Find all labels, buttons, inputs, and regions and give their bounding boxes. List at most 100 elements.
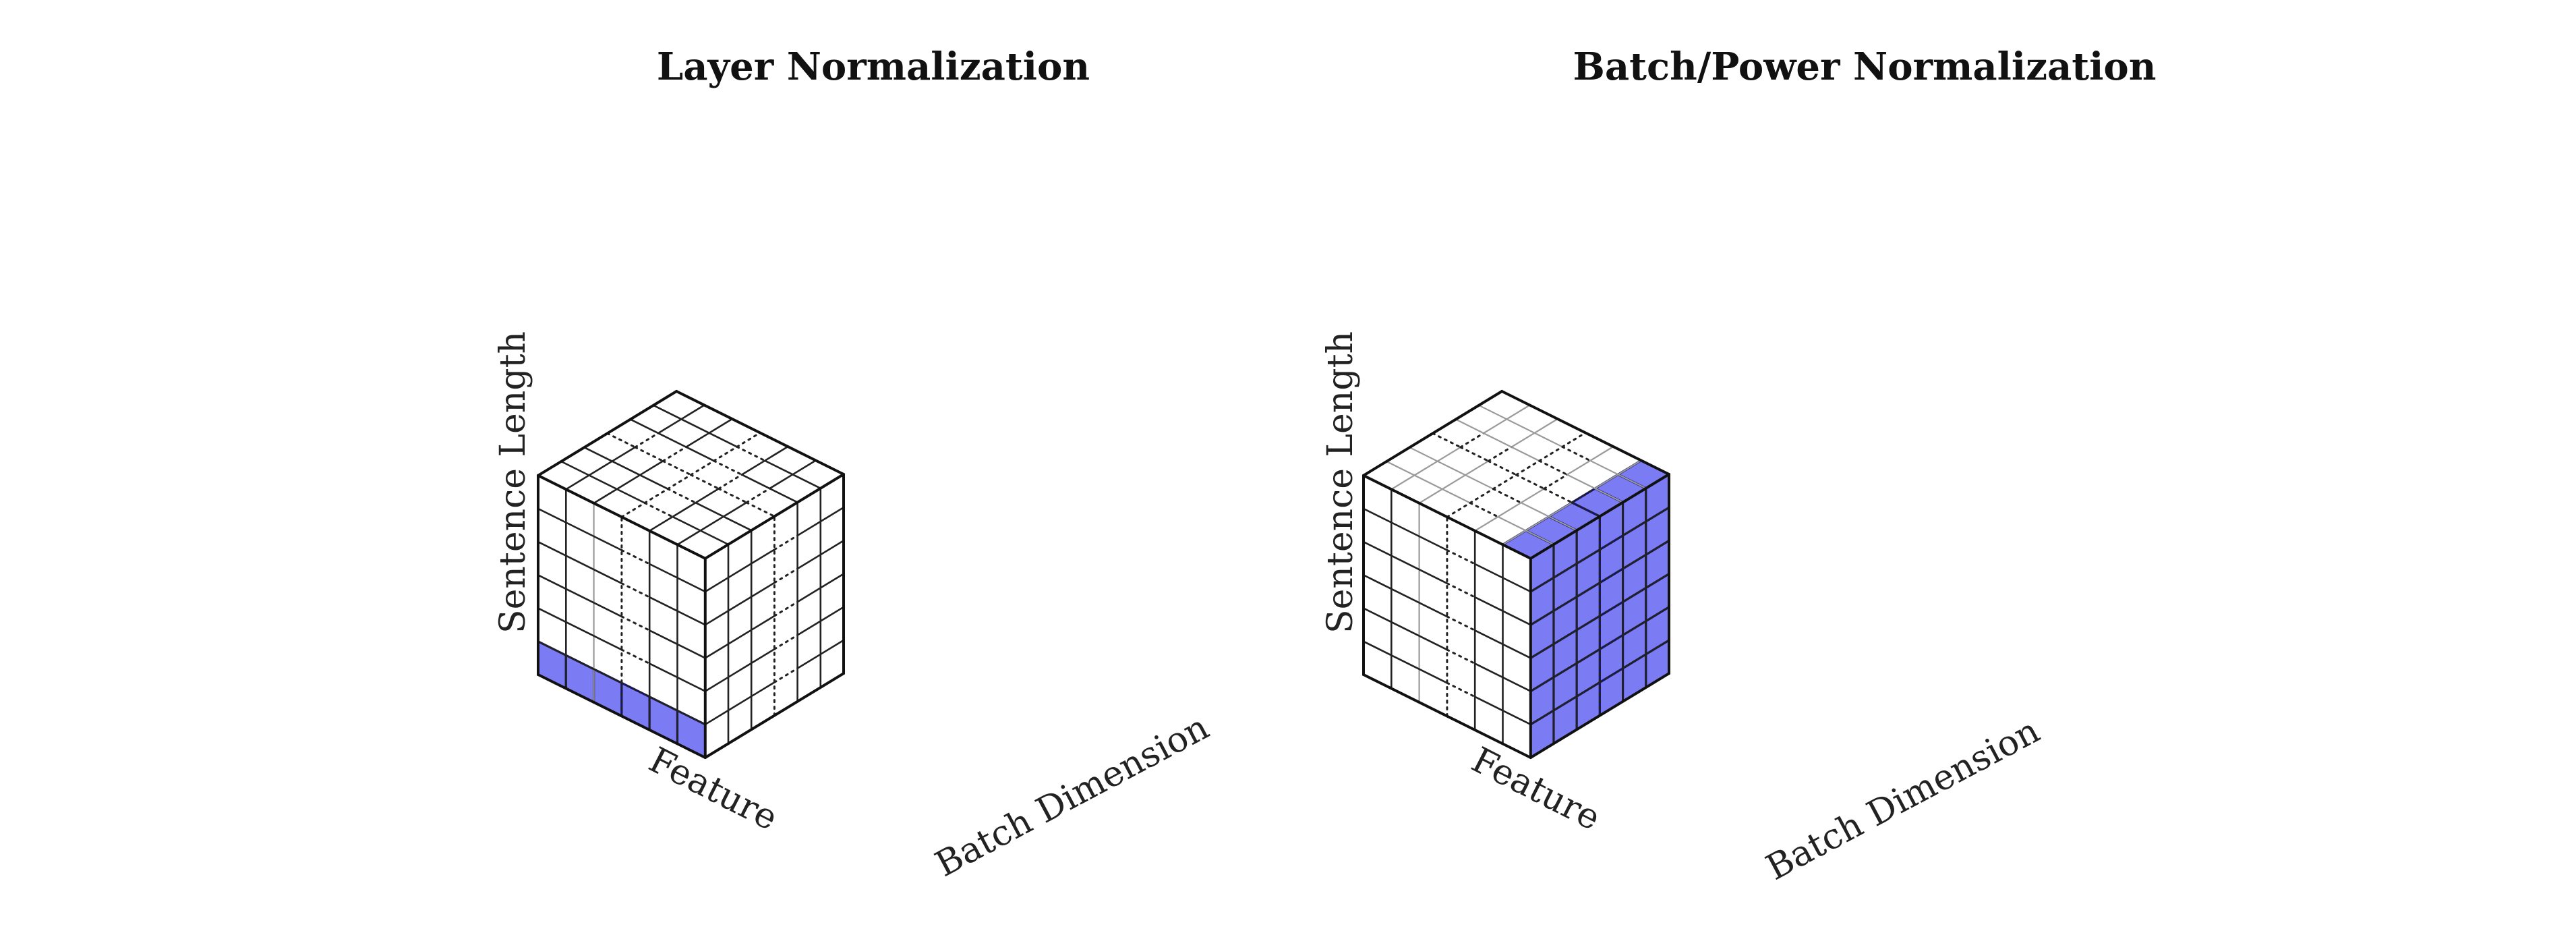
grid-line <box>1483 432 1512 448</box>
grid-line <box>676 710 706 725</box>
grid-line <box>1497 516 1527 532</box>
grid-line <box>1622 587 1647 603</box>
grid-line <box>1442 488 1471 504</box>
grid-line <box>708 418 733 434</box>
grid-line <box>1391 654 1420 670</box>
grid-line <box>649 662 678 679</box>
cube-edge <box>1362 390 1504 477</box>
batch-power-norm-figure: Batch/Power Normalization Sentence Lengt… <box>1320 45 2156 888</box>
grid-line <box>537 607 566 623</box>
grid-line <box>680 418 710 434</box>
grid-line <box>745 501 775 517</box>
grid-line <box>1530 676 1554 692</box>
grid-line <box>718 487 748 504</box>
grid-line <box>1391 555 1420 571</box>
grid-line <box>1492 488 1523 504</box>
grid-line <box>676 577 706 593</box>
grid-line <box>537 574 566 590</box>
grid-line <box>616 488 645 504</box>
grid-line <box>1622 520 1647 536</box>
grid-line <box>1437 460 1466 476</box>
grid-line <box>736 432 761 448</box>
grid-line <box>676 610 706 626</box>
grid-line <box>769 474 794 490</box>
grid-line <box>1594 488 1624 503</box>
grid-line <box>565 654 595 670</box>
grid-line <box>649 629 678 646</box>
grid-line <box>713 445 738 462</box>
layer-norm-batch-dimension-label: Batch Dimension <box>929 707 1216 885</box>
grid-line <box>620 648 651 665</box>
grid-line <box>1594 474 1619 490</box>
grid-line <box>620 582 651 598</box>
grid-line <box>620 681 651 698</box>
grid-line <box>1502 643 1531 659</box>
grid-line <box>1576 582 1601 598</box>
grid-line <box>1645 639 1670 655</box>
grid-line <box>1474 563 1504 579</box>
grid-line <box>751 648 775 665</box>
grid-line <box>769 487 798 503</box>
grid-line <box>773 534 799 551</box>
grid-line <box>537 640 566 656</box>
grid-line <box>639 474 668 490</box>
grid-line <box>1553 563 1577 579</box>
grid-line <box>1502 610 1531 626</box>
grid-line <box>705 643 729 659</box>
grid-line <box>1622 554 1647 570</box>
grid-line <box>1511 432 1535 448</box>
grid-line <box>1645 606 1670 622</box>
grid-line <box>820 573 844 589</box>
grid-line <box>537 541 566 557</box>
grid-line <box>751 548 775 565</box>
cube-edge <box>1362 673 1532 759</box>
grid-line <box>657 418 682 434</box>
grid-line <box>1409 447 1438 462</box>
grid-line <box>1363 574 1392 590</box>
grid-line <box>1553 596 1577 612</box>
grid-line <box>606 432 637 449</box>
grid-line <box>1502 676 1531 692</box>
grid-line <box>705 676 729 692</box>
grid-line <box>1478 404 1507 420</box>
grid-line <box>690 474 720 490</box>
grid-line <box>1561 432 1587 448</box>
grid-line <box>565 588 595 604</box>
grid-line <box>1645 507 1670 523</box>
cube-edge <box>1362 474 1532 560</box>
batch-power-norm-cube <box>1362 390 1670 759</box>
grid-line <box>1534 418 1558 434</box>
grid-line <box>1474 629 1504 646</box>
grid-line <box>1622 653 1647 669</box>
grid-line <box>751 615 775 631</box>
grid-line <box>728 696 752 712</box>
grid-line <box>1446 502 1471 518</box>
grid-line <box>1506 404 1531 420</box>
grid-line <box>676 530 701 546</box>
grid-line <box>685 446 715 462</box>
grid-line <box>1419 635 1448 651</box>
grid-line <box>593 668 622 684</box>
grid-line <box>1521 488 1545 504</box>
grid-line <box>1598 667 1624 683</box>
grid-line <box>1363 507 1392 524</box>
grid-line <box>560 460 590 476</box>
grid-line <box>649 515 674 532</box>
grid-line <box>723 501 747 517</box>
grid-line <box>1419 535 1448 551</box>
grid-line <box>1515 474 1546 490</box>
grid-line <box>1534 432 1563 448</box>
grid-line <box>820 540 844 556</box>
grid-line <box>751 582 775 598</box>
cube-edge <box>537 390 678 477</box>
grid-line <box>792 474 821 489</box>
grid-line <box>1571 487 1596 504</box>
grid-line <box>820 606 844 622</box>
grid-line <box>705 709 729 725</box>
grid-line <box>643 502 674 518</box>
grid-line <box>1553 629 1577 645</box>
grid-line <box>1548 501 1573 517</box>
grid-line <box>1419 569 1448 584</box>
grid-line <box>1465 460 1489 476</box>
grid-line <box>796 554 821 570</box>
